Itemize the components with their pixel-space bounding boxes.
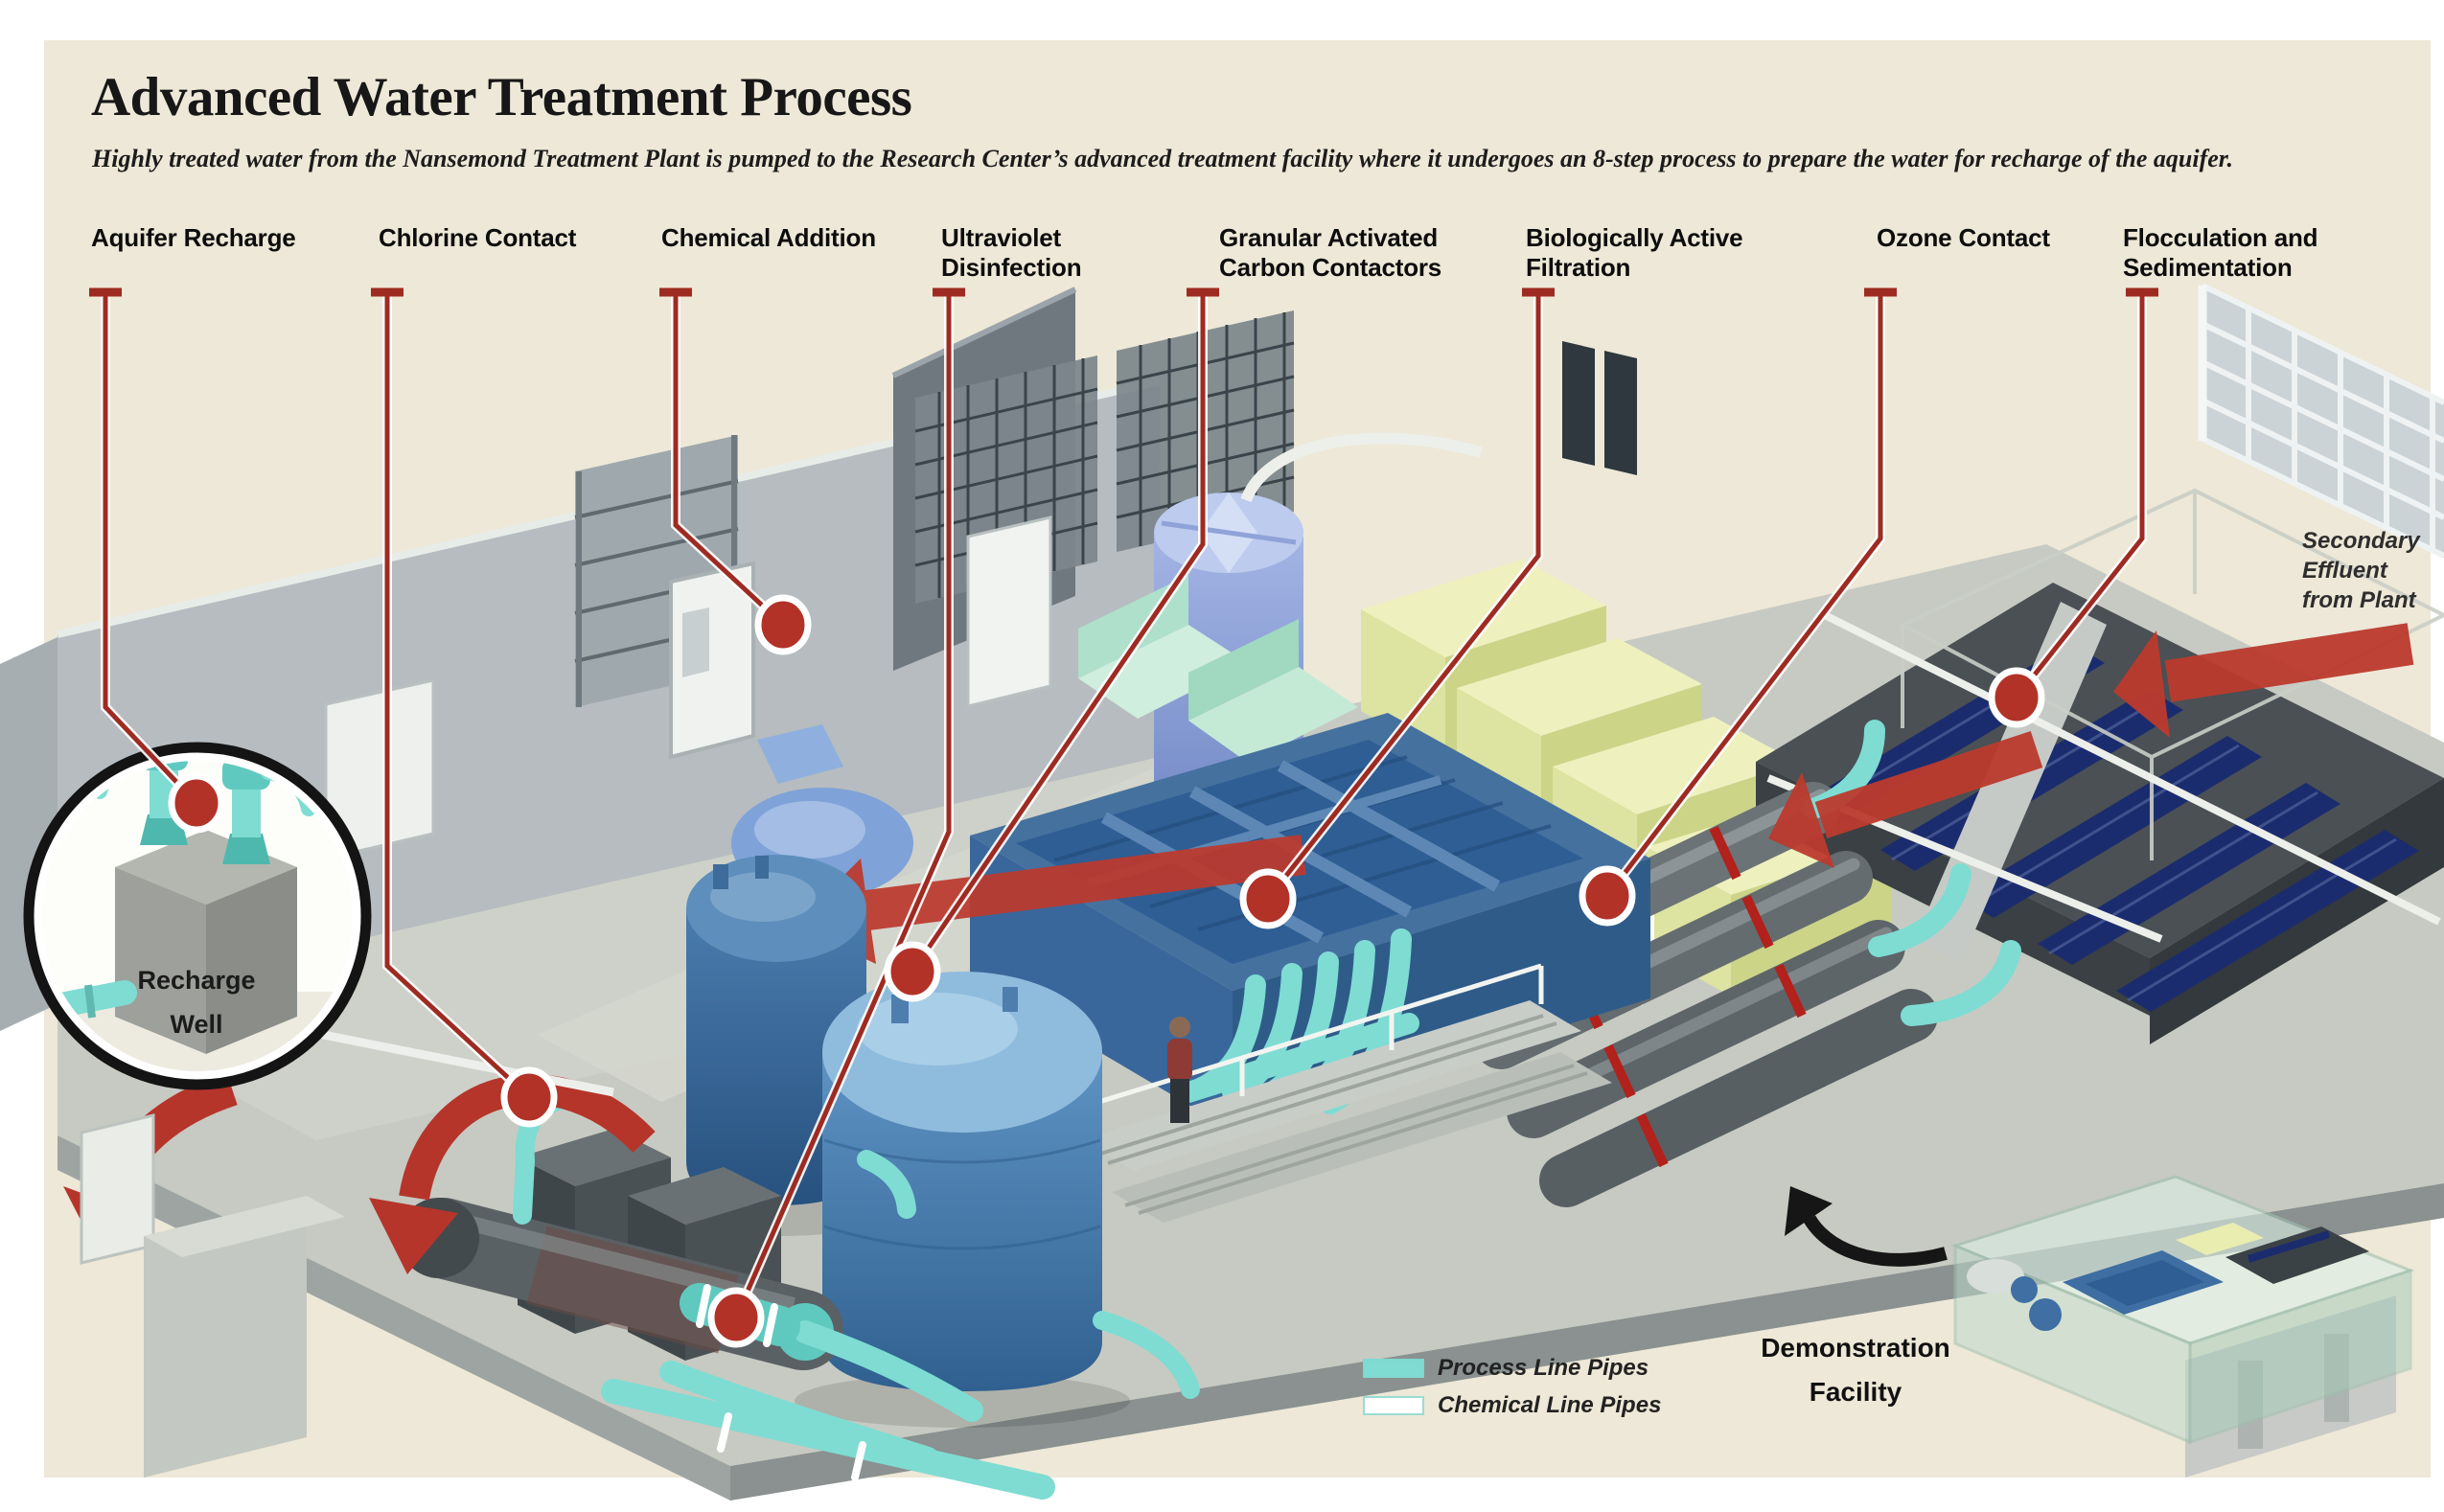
demo-facility-arrow — [1785, 1186, 1948, 1267]
leader-baf — [1266, 293, 1541, 901]
leader-ultraviolet-disinfection — [733, 293, 952, 1319]
legend-swatch-chemical-line — [1363, 1396, 1424, 1415]
leader-gac-contactors — [910, 293, 1206, 974]
back-door-panel-1 — [1562, 341, 1595, 466]
demonstration-facility-mini — [1950, 1175, 2415, 1478]
flow-arrow-secondary-effluent — [2113, 623, 2414, 738]
legend-swatch-process-line — [1363, 1359, 1424, 1378]
step-dot-ozone-contact — [1579, 865, 1636, 927]
step-label-flocculation-sedimentation: Flocculation and Sedimentation — [2123, 223, 2318, 282]
flow-arrow-floc-to-ozone — [1768, 731, 2043, 868]
step-label-ozone-contact: Ozone Contact — [1877, 223, 2050, 252]
step-label-baf: Biologically Active Filtration — [1526, 223, 1743, 282]
recharge-well-label: Recharge Well — [137, 966, 256, 1039]
page-subtitle: Highly treated water from the Nansemond … — [92, 145, 2233, 172]
step-dot-chlorine-contact — [500, 1066, 558, 1128]
demonstration-facility-label: Demonstration Facility — [1761, 1333, 1950, 1407]
leader-ozone-contact — [1605, 293, 1883, 898]
gac-teal-pipes — [857, 1150, 1200, 1399]
leader-chlorine-contact — [384, 293, 531, 1099]
step-label-chlorine-contact: Chlorine Contact — [379, 223, 577, 252]
step-dot-baf — [1239, 868, 1297, 929]
step-label-gac-contactors: Granular Activated Carbon Contactors — [1219, 223, 1442, 282]
step-dot-aquifer-recharge — [168, 772, 225, 834]
step-label-aquifer-recharge: Aquifer Recharge — [91, 223, 296, 252]
step-label-ultraviolet-disinfection: Ultraviolet Disinfection — [941, 223, 1082, 282]
back-door-panel-2 — [1604, 351, 1637, 475]
step-dot-chemical-addition — [754, 594, 812, 655]
recharge-well-inset — [23, 742, 372, 1090]
step-dot-flocculation-sedimentation — [1988, 667, 2045, 728]
page-title: Advanced Water Treatment Process — [91, 67, 912, 127]
stairs-walkway — [1081, 963, 1612, 1223]
person-figure — [1167, 1017, 1192, 1123]
flocculation-sedimentation-basins — [1756, 488, 2444, 1044]
legend-label-process-line: Process Line Pipes — [1438, 1355, 1649, 1381]
window-grid-wall — [2198, 283, 2444, 559]
door — [669, 561, 755, 760]
step-dot-ultraviolet-disinfection — [707, 1287, 765, 1348]
leader-aquifer-recharge — [103, 293, 198, 805]
secondary-effluent-note: Secondary Effluent from Plant — [2302, 528, 2420, 613]
legend-label-chemical-line: Chemical Line Pipes — [1438, 1392, 1662, 1418]
step-label-chemical-addition: Chemical Addition — [661, 223, 876, 252]
leader-chemical-addition — [673, 293, 785, 627]
leader-lines — [89, 287, 2158, 1348]
step-dot-gac-contactors — [884, 941, 941, 1002]
leader-flocculation-sedimentation — [2015, 293, 2145, 699]
